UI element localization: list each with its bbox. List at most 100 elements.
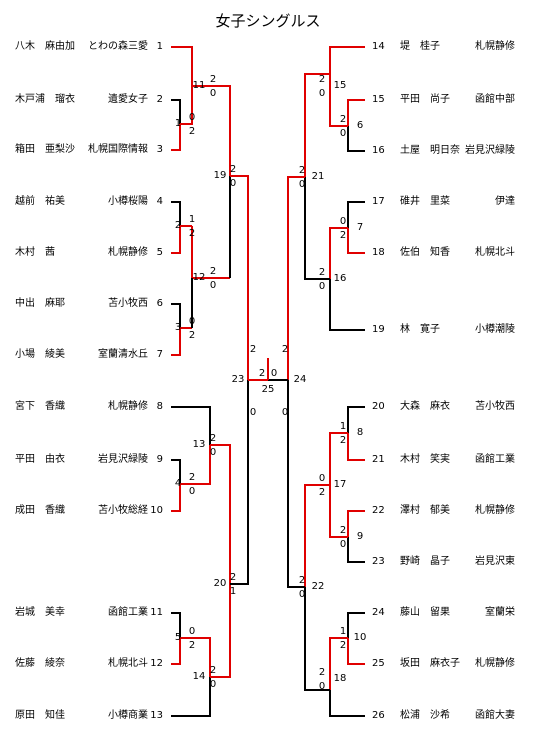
match-score: 2 <box>339 640 347 651</box>
match-number: 22 <box>311 581 325 592</box>
match-score: 0 <box>339 128 347 139</box>
match-score: 0 <box>318 88 326 99</box>
player-name: 土屋 明日奈 <box>400 145 460 156</box>
player-name: 堤 桂子 <box>400 41 440 52</box>
player-seed: 1 <box>156 41 163 52</box>
player-seed: 23 <box>372 556 385 567</box>
line-match-1 <box>180 86 193 125</box>
player-seed: 4 <box>156 196 163 207</box>
player-name: 木村 茜 <box>15 247 55 258</box>
line-match-14 <box>210 584 231 678</box>
line-match-9 <box>329 485 348 538</box>
player-team: 函館工業 <box>475 454 515 465</box>
line-match-19 <box>230 175 249 380</box>
match-number: 12 <box>192 272 206 283</box>
match-score: 2 <box>298 165 306 176</box>
match-number: 3 <box>174 322 182 333</box>
match-score: 0 <box>270 368 278 379</box>
line-player-2 <box>171 99 181 124</box>
player-seed: 24 <box>372 607 385 618</box>
match-score: 0 <box>209 447 217 458</box>
player-seed: 7 <box>156 349 163 360</box>
match-score: 2 <box>318 74 326 85</box>
player-name: 越前 祐美 <box>15 196 65 207</box>
match-score: 2 <box>339 525 347 536</box>
line-player-3 <box>171 124 181 151</box>
match-number: 2 <box>174 220 182 231</box>
match-number: 17 <box>333 479 347 490</box>
match-score: 0 <box>339 216 347 227</box>
player-name: 原田 知佳 <box>15 710 65 721</box>
line-player-4 <box>171 201 181 226</box>
match-score: 0 <box>209 88 217 99</box>
match-number: 18 <box>333 673 347 684</box>
match-score: 0 <box>298 589 306 600</box>
line-match-10 <box>329 637 348 690</box>
match-score: 2 <box>339 114 347 125</box>
player-team: 札幌静修 <box>108 247 148 258</box>
match-number: 9 <box>356 531 364 542</box>
match-number: 11 <box>192 80 206 91</box>
match-number: 15 <box>333 80 347 91</box>
player-name: 佐伯 知香 <box>400 247 450 258</box>
player-team: 岩見沢緑陵 <box>465 145 515 156</box>
player-seed: 25 <box>372 658 385 669</box>
line-player-19 <box>329 279 365 331</box>
match-score: 2 <box>188 126 196 137</box>
player-team: 小樽桜陽 <box>108 196 148 207</box>
player-team: 札幌静修 <box>108 401 148 412</box>
line-match-18 <box>304 587 330 691</box>
player-name: 藤山 留果 <box>400 607 450 618</box>
match-score: 2 <box>281 344 289 355</box>
line-player-17 <box>347 201 365 228</box>
match-number: 23 <box>231 374 245 385</box>
line-player-22 <box>347 510 365 537</box>
player-team: 室蘭清水丘 <box>98 349 148 360</box>
player-seed: 14 <box>372 41 385 52</box>
match-number: 25 <box>261 384 275 395</box>
player-team: 室蘭栄 <box>485 607 515 618</box>
match-score: 2 <box>188 330 196 341</box>
match-score: 0 <box>188 486 196 497</box>
player-name: 野崎 晶子 <box>400 556 450 567</box>
player-team: 函館中部 <box>475 94 515 105</box>
player-seed: 20 <box>372 401 385 412</box>
match-score: 1 <box>339 421 347 432</box>
player-name: 林 寛子 <box>400 324 440 335</box>
player-seed: 3 <box>156 144 163 155</box>
player-seed: 9 <box>156 454 163 465</box>
player-name: 岩城 美幸 <box>15 607 65 618</box>
match-number: 21 <box>311 171 325 182</box>
player-team: 遺愛女子 <box>108 94 148 105</box>
match-score: 2 <box>188 472 196 483</box>
line-player-20 <box>347 406 365 433</box>
player-seed: 12 <box>150 658 163 669</box>
player-team: とわの森三愛 <box>88 41 148 52</box>
player-team: 岩見沢緑陵 <box>98 454 148 465</box>
line-player-21 <box>347 433 365 461</box>
line-player-7 <box>171 328 181 356</box>
player-seed: 16 <box>372 145 385 156</box>
line-match-22 <box>287 380 305 588</box>
match-score: 0 <box>229 178 237 189</box>
player-seed: 15 <box>372 94 385 105</box>
player-seed: 22 <box>372 505 385 516</box>
line-match-20 <box>230 380 249 585</box>
player-team: 札幌静修 <box>475 505 515 516</box>
match-score: 0 <box>298 179 306 190</box>
match-score: 2 <box>339 230 347 241</box>
player-team: 函館大妻 <box>475 710 515 721</box>
line-match-17 <box>304 484 330 587</box>
line-player-1 <box>171 46 193 86</box>
match-score: 0 <box>339 539 347 550</box>
match-number: 19 <box>213 170 227 181</box>
match-number: 16 <box>333 273 347 284</box>
match-score: 0 <box>188 626 196 637</box>
match-number: 5 <box>174 632 182 643</box>
line-player-24 <box>347 612 365 638</box>
match-score: 2 <box>209 266 217 277</box>
match-number: 1 <box>174 118 182 129</box>
match-number: 14 <box>192 671 206 682</box>
match-number: 4 <box>174 478 182 489</box>
player-seed: 6 <box>156 298 163 309</box>
